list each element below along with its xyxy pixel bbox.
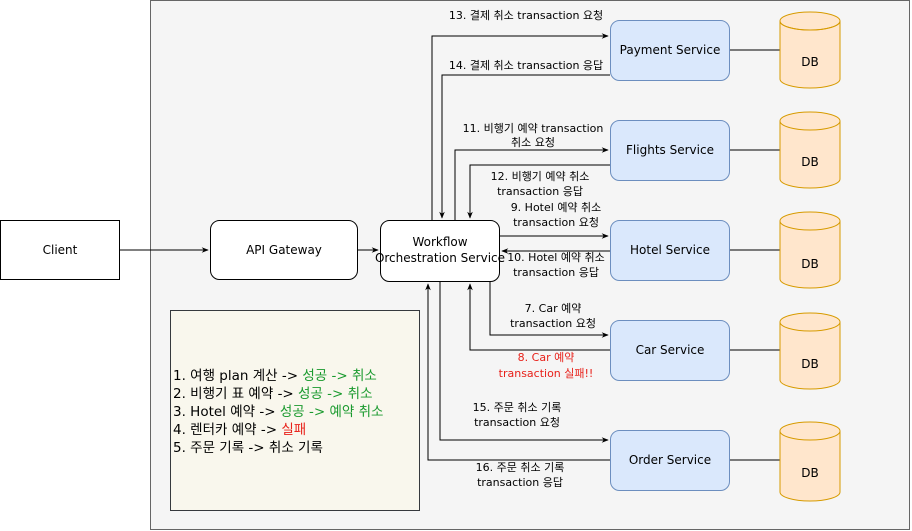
payment-db-label: DB [801,55,818,69]
flights-service-label: Flights Service [626,143,714,157]
edge-12-label-line1: 12. 비행기 예약 취소 [491,169,590,183]
edge-15-label-line2: transaction 요청 [474,416,560,429]
hotel-service-node[interactable]: Hotel Service [610,220,730,281]
edge-8-car-failure [467,283,610,351]
client-label: Client [43,243,78,257]
edge-9-label-line2: transaction 요청 [513,216,599,229]
order-db-label: DB [801,466,818,480]
note-line-3: 3. Hotel 예약 -> 성공 -> 예약 취소 [173,404,383,420]
payment-db[interactable]: DB [779,11,841,89]
order-service-label: Order Service [629,453,711,467]
payment-service-node[interactable]: Payment Service [610,20,730,81]
edge-12-label-line2: transaction 응답 [497,185,583,198]
note-line-5: 5. 주문 기록 -> 취소 기록 [173,440,323,456]
edge-16-order-response [425,283,610,461]
edge-7-car-request [489,282,609,338]
orchestrator-node[interactable]: Workflow Orchestration Service [375,220,505,282]
note-line-4: 4. 렌터카 예약 -> 실패 [173,422,306,438]
summary-note: 1. 여행 plan 계산 -> 성공 -> 취소 2. 비행기 표 예약 ->… [170,310,420,511]
car-service-label: Car Service [636,343,705,357]
note-line-2: 2. 비행기 표 예약 -> 성공 -> 취소 [173,386,373,402]
order-db[interactable]: DB [779,421,841,502]
edge-15-order-request [439,282,609,443]
edge-14-payment-response [439,74,610,219]
flights-db[interactable]: DB [779,111,841,189]
edge-11-flights-request [454,147,609,220]
edge-11-label-line1: 11. 비행기 예약 transaction [463,121,604,135]
edge-11-label-line2: 취소 요청 [511,136,555,149]
payment-service-label: Payment Service [620,43,721,57]
note-line-1: 1. 여행 plan 계산 -> 성공 -> 취소 [173,368,377,384]
car-service-node[interactable]: Car Service [610,320,730,381]
flights-service-node[interactable]: Flights Service [610,120,730,181]
hotel-db-label: DB [801,257,818,271]
edge-9-label-line1: 9. Hotel 예약 취소 [511,200,602,214]
order-service-node[interactable]: Order Service [610,430,730,491]
edge-13-payment-request [431,33,609,220]
hotel-service-label: Hotel Service [630,243,710,257]
edge-7-label-line1: 7. Car 예약 [525,301,582,315]
edge-10-label-line2: transaction 응답 [513,266,599,279]
edge-15-label-line1: 15. 주문 취소 기록 [473,401,562,414]
orchestrator-label-line1: Workflow [412,235,467,249]
edge-12-flights-response [467,164,610,219]
flights-db-label: DB [801,155,818,169]
edge-16-label-line1: 16. 주문 취소 기록 [476,461,565,474]
orchestrator-label-line2: Orchestration Service [375,251,505,265]
hotel-db[interactable]: DB [779,211,841,289]
edge-8-label-line2: transaction 실패!! [499,367,594,380]
car-db-label: DB [801,357,818,371]
edge-16-label-line2: transaction 응답 [477,476,563,489]
api-gateway-label: API Gateway [246,243,322,257]
car-db[interactable]: DB [779,312,841,390]
edge-8-label-line1: 8. Car 예약 [518,350,575,364]
edge-10-label-line1: 10. Hotel 예약 취소 [507,250,605,264]
api-gateway-node[interactable]: API Gateway [210,220,358,280]
client-node[interactable]: Client [0,220,120,280]
edge-14-label: 14. 결제 취소 transaction 응답 [449,59,603,72]
edge-7-label-line2: transaction 요청 [510,317,596,330]
edge-13-label: 13. 결제 취소 transaction 요청 [449,9,603,22]
